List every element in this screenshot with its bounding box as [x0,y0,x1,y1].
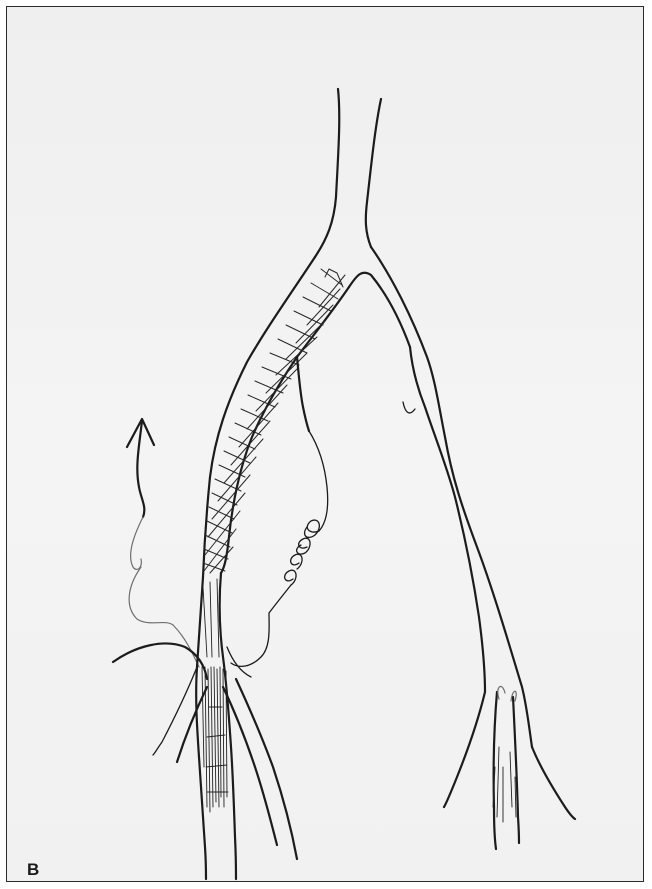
stented-branch [203,257,410,577]
right-branch [371,247,575,849]
curved-arrow [127,419,199,667]
figure-panel: B [6,6,644,882]
stent-mesh [203,269,345,573]
side-branch-loop [231,357,328,666]
vessel-stent-sketch [7,7,644,882]
lower-vessel-sheath [196,573,236,879]
vessel-trunk [315,89,381,257]
panel-label: B [27,861,39,878]
